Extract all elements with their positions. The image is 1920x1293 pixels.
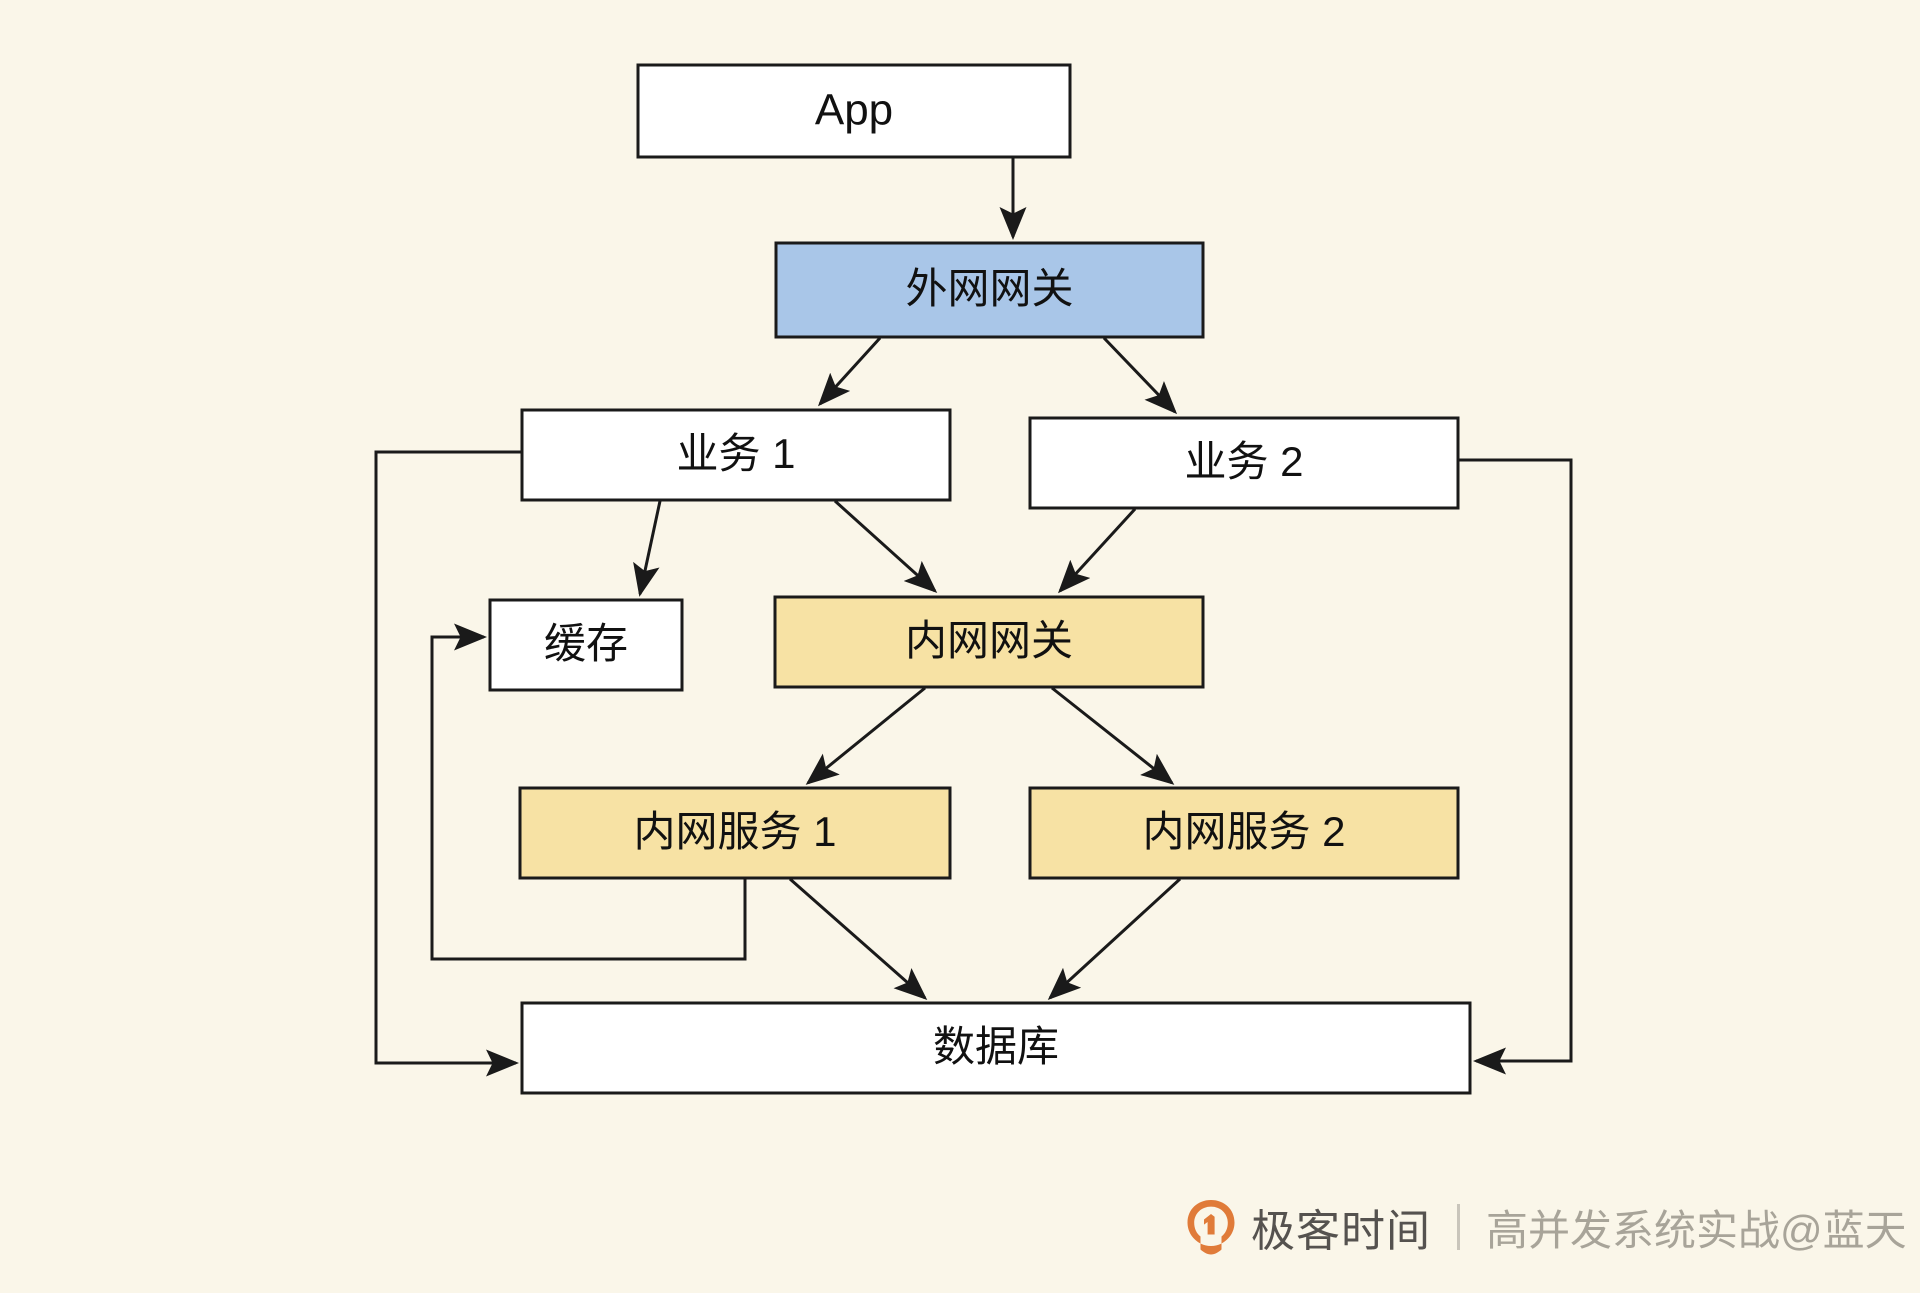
node-int-svc1[interactable]: 内网服务 1	[518, 786, 952, 880]
node-box-int-svc1[interactable]	[518, 786, 952, 880]
edge-biz1-to-db	[374, 450, 522, 1077]
node-box-int-gw[interactable]	[773, 595, 1205, 689]
node-label-cache: 缓存	[544, 620, 628, 667]
edge-biz2-to-db	[1458, 458, 1573, 1075]
edge-intgw-to-svc2	[1051, 686, 1175, 785]
node-label-ext-gw: 外网网关	[905, 265, 1073, 312]
footer-subtitle-label: 高并发系统实战@蓝天	[1486, 1206, 1907, 1254]
edge-biz1-to-intgw	[833, 499, 938, 594]
node-label-biz1: 业务 1	[676, 430, 795, 477]
footer-brand-label: 极客时间	[1251, 1207, 1431, 1256]
node-box-biz1[interactable]	[520, 408, 952, 502]
node-label-int-svc1: 内网服务 1	[633, 808, 836, 855]
edge-svc1-to-cache	[430, 623, 747, 961]
footer-watermark: 极客时间 高并发系统实战@蓝天	[1185, 1186, 1907, 1268]
node-biz1[interactable]: 业务 1	[520, 408, 952, 502]
node-box-ext-gw[interactable]	[774, 241, 1205, 339]
edge-extgw-to-biz2	[1102, 336, 1178, 415]
node-label-biz2: 业务 2	[1184, 438, 1303, 485]
edge-intgw-to-svc1	[805, 686, 926, 785]
node-label-int-gw: 内网网关	[905, 617, 1073, 664]
node-cache[interactable]: 缓存	[488, 598, 684, 692]
node-box-cache[interactable]	[488, 598, 684, 692]
node-box-biz2[interactable]	[1028, 416, 1460, 510]
node-label-db: 数据库	[933, 1023, 1059, 1070]
node-ext-gw[interactable]: 外网网关	[774, 241, 1205, 339]
node-int-svc2[interactable]: 内网服务 2	[1028, 786, 1460, 880]
node-label-app: App	[815, 86, 893, 135]
edge-extgw-to-biz1	[817, 336, 882, 407]
geekbang-ring-icon	[1185, 1198, 1237, 1256]
node-box-db[interactable]	[520, 1001, 1472, 1095]
footer-divider	[1457, 1204, 1460, 1250]
edge-svc2-to-db	[1047, 877, 1182, 1001]
node-box-int-svc2[interactable]	[1028, 786, 1460, 880]
node-box-app[interactable]	[636, 63, 1072, 159]
node-biz2[interactable]: 业务 2	[1028, 416, 1460, 510]
edge-biz2-to-intgw	[1057, 507, 1137, 594]
edge-biz1-to-cache	[633, 500, 662, 597]
edges-layer	[374, 157, 1573, 1077]
node-db[interactable]: 数据库	[520, 1001, 1472, 1095]
edge-svc1-to-db	[789, 877, 928, 1000]
node-int-gw[interactable]: 内网网关	[773, 595, 1205, 689]
node-label-int-svc2: 内网服务 2	[1142, 808, 1345, 855]
node-app[interactable]: App	[636, 63, 1072, 159]
